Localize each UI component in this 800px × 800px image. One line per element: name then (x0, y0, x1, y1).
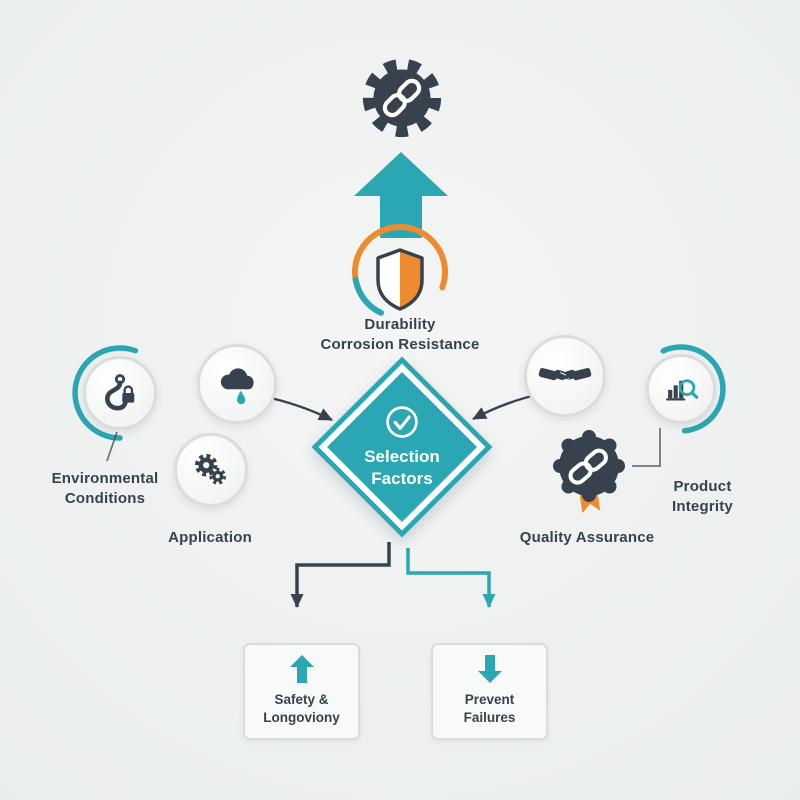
durability-label-line1: Durability (364, 316, 436, 333)
handshake-icon (538, 368, 592, 381)
product-integrity-label-line1: Product (673, 478, 732, 495)
product-node (646, 354, 716, 424)
durability-label-line2: Corrosion Resistance (320, 336, 480, 354)
raindrop-glyph (237, 390, 246, 405)
up-arrow-icon (289, 655, 314, 683)
product-integrity-label-line2: Integrity (672, 498, 733, 516)
safety-label-line2: Longoviony (263, 710, 340, 726)
prevent-label-line1: Prevent (464, 692, 515, 707)
diamond-title-line1: Selection (364, 446, 440, 466)
partnership-node (524, 335, 606, 417)
application-node (174, 433, 248, 507)
diamond-title-line2: Factors (371, 469, 433, 488)
prevent-outcome-card: Prevent Failures (431, 643, 548, 740)
chart-magnifier-icon (666, 379, 699, 401)
environmental-label-line2: Conditions (64, 490, 146, 508)
shield-icon (352, 224, 448, 316)
chain-link-glyph (382, 78, 422, 118)
environmental-tick-line (106, 431, 118, 462)
prevent-label: Prevent Failures (464, 691, 516, 727)
hook-lock-icon (105, 374, 135, 411)
gears-icon (194, 453, 227, 485)
durability-label: Durability Corrosion Resistance (280, 315, 520, 356)
down-arrow-icon (477, 655, 502, 683)
center-to-prevent-connector (406, 548, 496, 608)
safety-label-line1: Safety & (274, 692, 329, 707)
chain-link-glyph (568, 448, 608, 485)
prevent-label-line2: Failures (463, 710, 516, 726)
check-circle-icon (384, 404, 420, 440)
safety-label: Safety & Longoviony (263, 691, 340, 727)
shield-teal-arc (352, 276, 384, 316)
shield-orange-arc (352, 224, 448, 291)
center-to-safety-connector (290, 542, 391, 608)
cloud-rain-icon (220, 368, 254, 405)
quality-assurance-label: Quality Assurance (519, 529, 655, 546)
selection-factors-diamond: Selection Factors (311, 356, 493, 538)
big-up-arrow-icon (354, 152, 448, 238)
environmental-label: Environmental Conditions (20, 469, 190, 510)
application-label: Application (168, 529, 252, 546)
product-integrity-label: Product Integrity (640, 477, 765, 518)
environmental-node (83, 356, 157, 430)
weather-node (197, 344, 277, 424)
gear-chain-icon (362, 58, 442, 138)
product-tick-line (632, 428, 661, 467)
environmental-label-line1: Environmental (51, 470, 159, 487)
safety-outcome-card: Safety & Longoviony (243, 643, 360, 740)
chain-badge-icon (553, 430, 625, 514)
